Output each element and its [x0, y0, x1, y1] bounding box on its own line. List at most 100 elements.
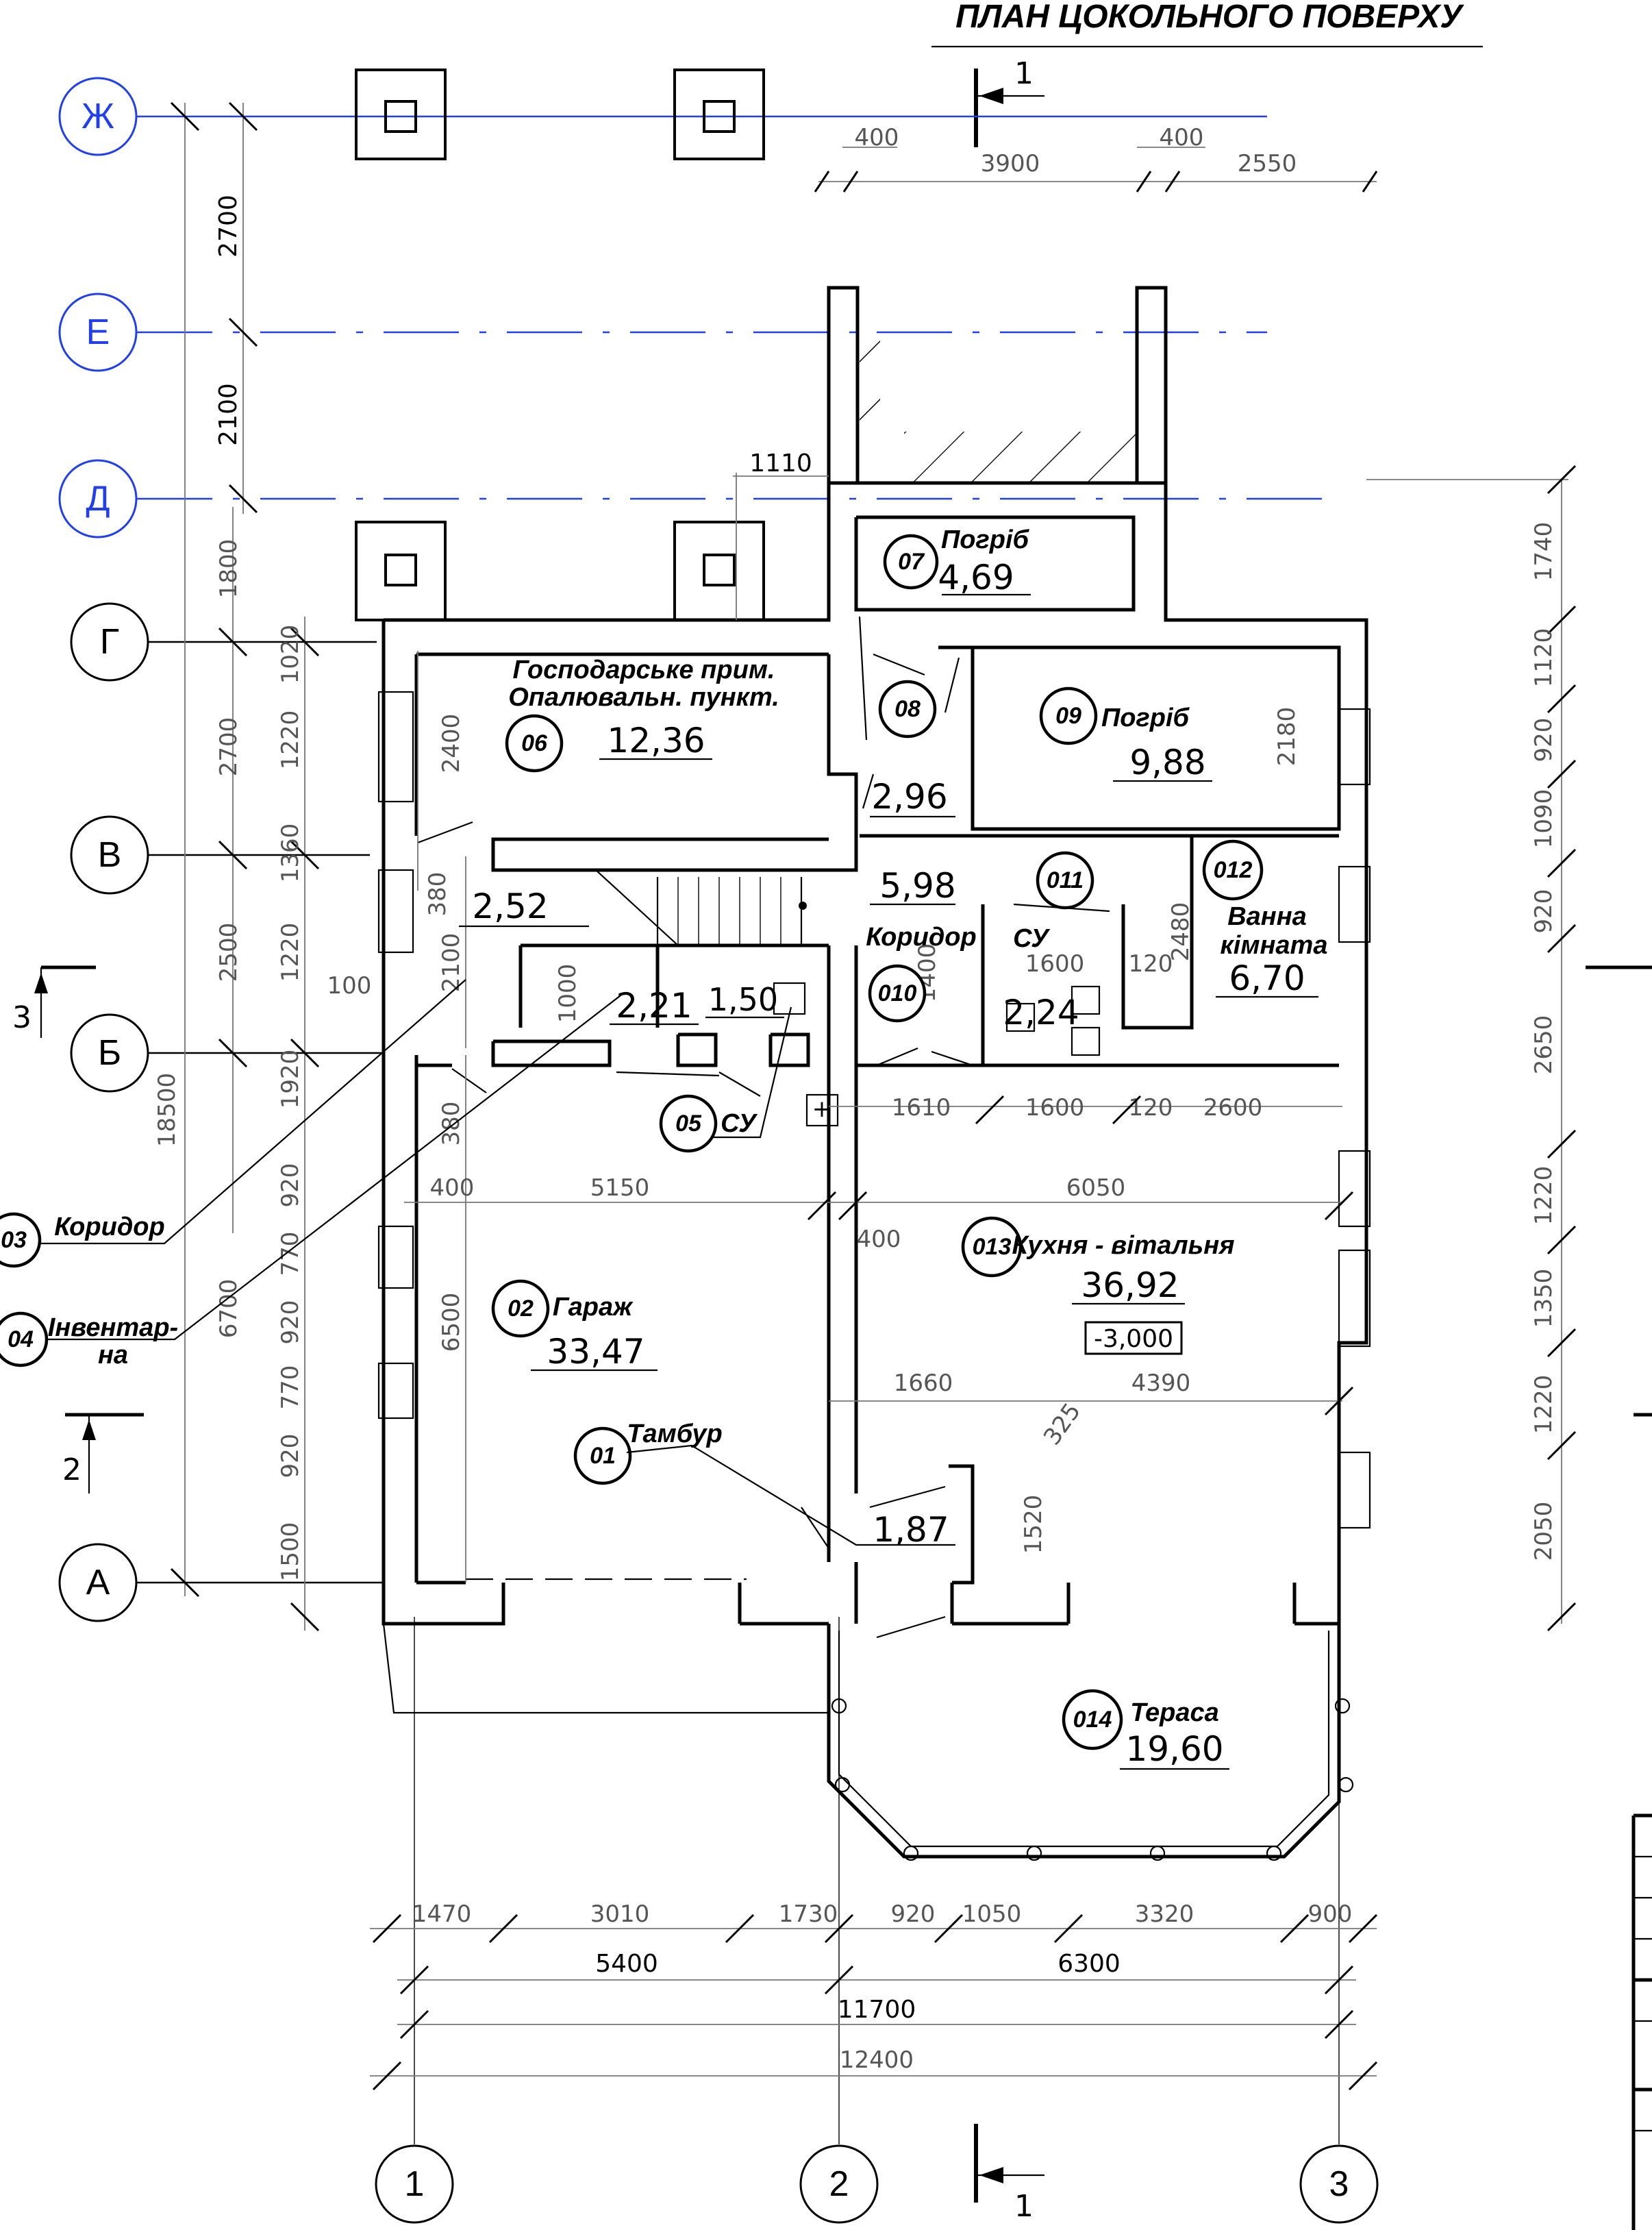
svg-text:013: 013 — [973, 1234, 1012, 1260]
room-01: 01 Тамбур 1,87 — [573, 1420, 955, 1550]
svg-text:1020: 1020 — [277, 625, 304, 684]
svg-text:1660: 1660 — [894, 1370, 953, 1397]
section-mark-2: 2 — [62, 1413, 1652, 1494]
axis-1: 1 — [375, 1617, 454, 2224]
svg-text:2480: 2480 — [1167, 902, 1194, 962]
fixtures: + — [773, 982, 1101, 1127]
room-06: Господарське прим. Опалювальн. пункт. 06… — [505, 656, 779, 773]
svg-text:1000: 1000 — [554, 964, 581, 1024]
svg-text:1,50: 1,50 — [708, 981, 778, 1018]
svg-text:1220: 1220 — [277, 923, 304, 982]
svg-text:2: 2 — [829, 2164, 849, 2204]
svg-text:2400: 2400 — [438, 714, 465, 773]
outer-walls — [381, 481, 1368, 1626]
top-dimensions: 400 3900 400 2550 1110 — [733, 124, 1378, 620]
room-07: 07 Погріб 4,69 — [883, 525, 1031, 597]
svg-text:2100: 2100 — [214, 383, 242, 446]
room-02: 02 Гараж 33,47 — [491, 1279, 658, 1372]
svg-text:012: 012 — [1214, 857, 1253, 883]
terrace — [382, 1623, 1354, 1861]
svg-text:2650: 2650 — [1530, 1015, 1557, 1075]
svg-text:Кухня - вітальня: Кухня - вітальня — [1012, 1231, 1234, 1260]
axis-A: А — [58, 1543, 384, 1622]
svg-text:3010: 3010 — [590, 1900, 650, 1928]
svg-text:6050: 6050 — [1066, 1174, 1126, 1202]
axis-D: Д — [58, 459, 1322, 538]
section-mark-3: 3 — [12, 965, 1652, 1038]
svg-text:1600: 1600 — [1025, 950, 1085, 978]
svg-text:Опалювальн. пункт.: Опалювальн. пункт. — [508, 683, 779, 712]
room-011: 011 СУ 2,24 — [1003, 851, 1094, 1032]
svg-text:3320: 3320 — [1135, 1900, 1194, 1928]
svg-text:380: 380 — [424, 872, 451, 917]
svg-text:120: 120 — [1129, 950, 1173, 978]
svg-text:33,47: 33,47 — [547, 1332, 644, 1372]
svg-text:920: 920 — [277, 1434, 304, 1478]
svg-text:2180: 2180 — [1273, 707, 1301, 767]
svg-text:1: 1 — [1014, 56, 1034, 91]
svg-text:03: 03 — [1, 1227, 27, 1253]
room-010: 5,98 Коридор 010 — [866, 866, 977, 1023]
svg-text:1350: 1350 — [1530, 1269, 1557, 1328]
svg-text:1800: 1800 — [215, 539, 242, 599]
svg-text:920: 920 — [277, 1163, 304, 1208]
svg-text:36,92: 36,92 — [1081, 1265, 1179, 1305]
svg-text:2550: 2550 — [1238, 150, 1297, 177]
svg-text:1,87: 1,87 — [873, 1510, 949, 1550]
svg-text:900: 900 — [1308, 1900, 1353, 1928]
interior-dimensions: 2400 380 2100 100 1000 380 2180 2480 140… — [327, 707, 1354, 1554]
svg-text:5,98: 5,98 — [879, 866, 955, 906]
room-012: 012 Ванна кімната 6,70 — [1202, 839, 1328, 998]
windows — [377, 691, 1371, 1529]
svg-text:3: 3 — [12, 1000, 32, 1035]
svg-text:400: 400 — [855, 124, 899, 151]
svg-text:СУ: СУ — [721, 1109, 758, 1138]
svg-text:12,36: 12,36 — [607, 721, 705, 760]
axis-G: Г — [70, 602, 377, 682]
svg-text:Коридор: Коридор — [866, 923, 976, 952]
svg-text:2600: 2600 — [1203, 1094, 1263, 1122]
svg-text:04: 04 — [8, 1326, 34, 1352]
svg-text:18500: 18500 — [153, 1073, 181, 1147]
svg-text:Б: Б — [98, 1033, 121, 1073]
section-mark-1-bottom: 1 — [974, 2124, 1044, 2224]
svg-text:кімната: кімната — [1221, 931, 1328, 960]
section-mark-1-top: 1 — [974, 56, 1044, 147]
svg-text:05: 05 — [675, 1111, 702, 1137]
svg-text:1120: 1120 — [1530, 628, 1557, 688]
svg-text:1220: 1220 — [277, 710, 304, 770]
svg-text:19,60: 19,60 — [1125, 1729, 1223, 1769]
svg-text:1600: 1600 — [1025, 1094, 1085, 1122]
svg-text:920: 920 — [1530, 889, 1557, 934]
svg-text:6500: 6500 — [438, 1293, 465, 1352]
svg-text:400: 400 — [857, 1226, 901, 1253]
room-05: 1,50 05 СУ — [659, 981, 792, 1153]
room-08: 08 2,96 — [870, 680, 955, 818]
svg-text:02: 02 — [508, 1296, 534, 1322]
svg-text:9,88: 9,88 — [1129, 743, 1205, 782]
svg-text:Ванна: Ванна — [1227, 902, 1307, 931]
svg-text:2700: 2700 — [214, 195, 242, 258]
column-pads — [355, 69, 765, 621]
svg-text:4,69: 4,69 — [938, 558, 1014, 597]
svg-text:3: 3 — [1329, 2164, 1349, 2204]
svg-text:на: на — [98, 1341, 128, 1370]
svg-text:2050: 2050 — [1530, 1502, 1557, 1561]
svg-text:+: + — [812, 1095, 832, 1123]
svg-text:2,52: 2,52 — [472, 887, 548, 926]
plan-title: ПЛАН ЦОКОЛЬНОГО ПОВЕРХУ — [955, 0, 1464, 35]
room-04: 2,21 04 Інвентар- на — [0, 986, 699, 1370]
svg-text:08: 08 — [894, 696, 921, 722]
svg-text:В: В — [98, 835, 122, 875]
svg-text:Гараж: Гараж — [553, 1293, 634, 1322]
svg-text:1470: 1470 — [412, 1900, 472, 1928]
svg-text:770: 770 — [277, 1365, 304, 1410]
svg-text:Тераса: Тераса — [1130, 1698, 1219, 1727]
svg-text:09: 09 — [1055, 703, 1081, 729]
svg-text:Г: Г — [100, 622, 119, 662]
right-dimensions: 1740 1120 920 1090 920 2650 1220 1350 12… — [1366, 464, 1577, 1632]
svg-text:2500: 2500 — [215, 923, 242, 982]
svg-text:-3,000: -3,000 — [1094, 1325, 1173, 1353]
svg-text:Інвентар-: Інвентар- — [48, 1313, 178, 1342]
